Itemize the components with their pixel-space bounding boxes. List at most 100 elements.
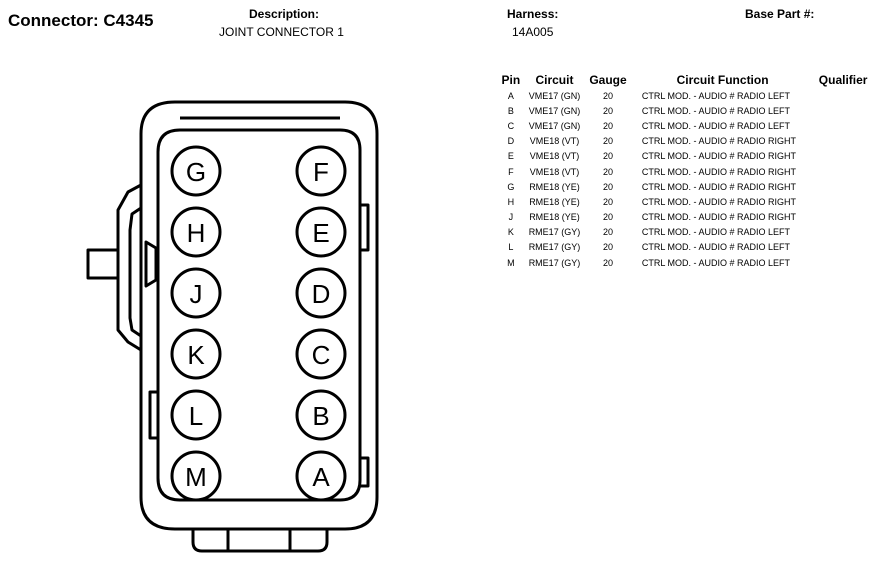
pin-cell: C [507,120,515,131]
circuit-function-cell: CTRL MOD. - AUDIO # RADIO RIGHT [641,196,797,207]
table-row: A VME17 (GN) 20 CTRL MOD. - AUDIO # RADIO L… [497,88,873,103]
circuit-function-cell: CTRL MOD. - AUDIO # RADIO RIGHT [641,136,797,147]
gauge-cell: 20 [603,181,614,192]
connector-latch-body [116,183,142,352]
connector-inner-cavity [156,128,362,502]
pin-cavity [295,389,347,441]
circuit-cell: RME18 (YE) [529,196,580,207]
circuit-function-cell: CTRL MOD. - AUDIO # RADIO LEFT [641,227,791,238]
column-header-pin: Pin [501,73,521,87]
pin-cell: K [507,227,514,238]
pin-cavity [170,145,222,197]
pin-cell: G [507,181,515,192]
connector-left-ridge [148,390,158,440]
connector-title: Connector: C4345 [8,11,154,30]
circuit-function-cell: CTRL MOD. - AUDIO # RADIO LEFT [641,90,791,101]
pin-cell: F [508,166,514,177]
connector-outer-housing [139,100,379,531]
gauge-cell: 20 [603,196,614,207]
pin-label: H [187,218,206,248]
gauge-cell: 20 [603,166,614,177]
gauge-cell: 20 [603,136,614,147]
column-header-qualifier: Qualifier [818,73,868,87]
pin-cell: E [507,151,514,162]
gauge-cell: 20 [603,242,614,253]
table-row: H RME18 (YE) 20 CTRL MOD. - AUDIO # RADIO R… [497,194,873,209]
circuit-function-cell: CTRL MOD. - AUDIO # RADIO LEFT [641,257,791,268]
description-label: Description: [249,7,320,21]
circuit-function-cell: CTRL MOD. - AUDIO # RADIO RIGHT [641,166,797,177]
connector-latch-lever [86,248,118,280]
pin-cavity [295,206,347,258]
connector-latch-inner [128,206,142,338]
pin-cell: H [507,196,515,207]
base-part-label: Base Part #: [745,7,815,21]
pin-cell: A [507,90,514,101]
table-row: G RME18 (YE) 20 CTRL MOD. - AUDIO # RADIO R… [497,179,873,194]
table-row: E VME18 (VT) 20 CTRL MOD. - AUDIO # RADIO R… [497,149,873,164]
pin-label: C [312,340,331,370]
pin-label: E [312,218,329,248]
harness-value: 14A005 [512,25,554,39]
pin-cavity [170,206,222,258]
pin-label: M [185,462,207,492]
column-header-gauge: Gauge [589,73,627,87]
table-row: L RME17 (GY) 20 CTRL MOD. - AUDIO # RADIO L… [497,240,873,255]
table-row: M RME17 (GY) 20 CTRL MOD. - AUDIO # RADIO L… [497,255,873,270]
pin-cell: M [507,257,515,268]
gauge-cell: 20 [603,151,614,162]
pin-label: G [186,157,206,187]
circuit-cell: RME17 (GY) [528,227,581,238]
circuit-function-cell: CTRL MOD. - AUDIO # RADIO RIGHT [641,181,797,192]
gauge-cell: 20 [603,90,614,101]
circuit-cell: RME17 (GY) [528,257,581,268]
pin-table-header-row: Pin Circuit Gauge Circuit Function Quali… [497,72,873,88]
pin-cavity [170,267,222,319]
column-header-circuit-function: Circuit Function [676,73,769,87]
circuit-function-cell: CTRL MOD. - AUDIO # RADIO LEFT [641,242,791,253]
circuit-function-cell: CTRL MOD. - AUDIO # RADIO LEFT [641,105,791,116]
harness-label: Harness: [507,7,559,21]
circuit-cell: VME17 (GN) [528,105,581,116]
pin-cavity [295,145,347,197]
circuit-cell: VME17 (GN) [528,120,581,131]
pin-label: K [187,340,205,370]
pin-label: A [312,462,330,492]
circuit-cell: VME18 (VT) [529,136,580,147]
gauge-cell: 20 [603,227,614,238]
circuit-cell: RME18 (YE) [529,181,580,192]
pin-cell: D [507,136,515,147]
circuit-cell: VME17 (GN) [528,90,581,101]
pin-cavity [295,450,347,502]
table-row: D VME18 (VT) 20 CTRL MOD. - AUDIO # RADIO R… [497,134,873,149]
circuit-cell: RME17 (GY) [528,242,581,253]
circuit-function-cell: CTRL MOD. - AUDIO # RADIO RIGHT [641,151,797,162]
table-row: C VME17 (GN) 20 CTRL MOD. - AUDIO # RADIO L… [497,118,873,133]
pin-cell: B [507,105,514,116]
pin-cavity [295,328,347,380]
pin-cavity [170,328,222,380]
table-row: K RME17 (GY) 20 CTRL MOD. - AUDIO # RADIO L… [497,225,873,240]
circuit-cell: VME18 (VT) [529,151,580,162]
pin-cavity [170,389,222,441]
gauge-cell: 20 [603,257,614,268]
gauge-cell: 20 [603,120,614,131]
pin-cell: L [508,242,514,253]
connector-right-ridge [360,203,370,252]
connector-bottom-tab [191,529,329,553]
pin-label: B [312,401,329,431]
pin-label: D [312,279,331,309]
circuit-cell: RME18 (YE) [529,212,580,223]
connector-latch-stem [144,240,158,288]
pin-label: F [313,157,329,187]
pin-cavity [170,450,222,502]
column-header-circuit: Circuit [535,73,574,87]
gauge-cell: 20 [603,212,614,223]
description-value: JOINT CONNECTOR 1 [219,25,344,39]
circuit-function-cell: CTRL MOD. - AUDIO # RADIO LEFT [641,120,791,131]
